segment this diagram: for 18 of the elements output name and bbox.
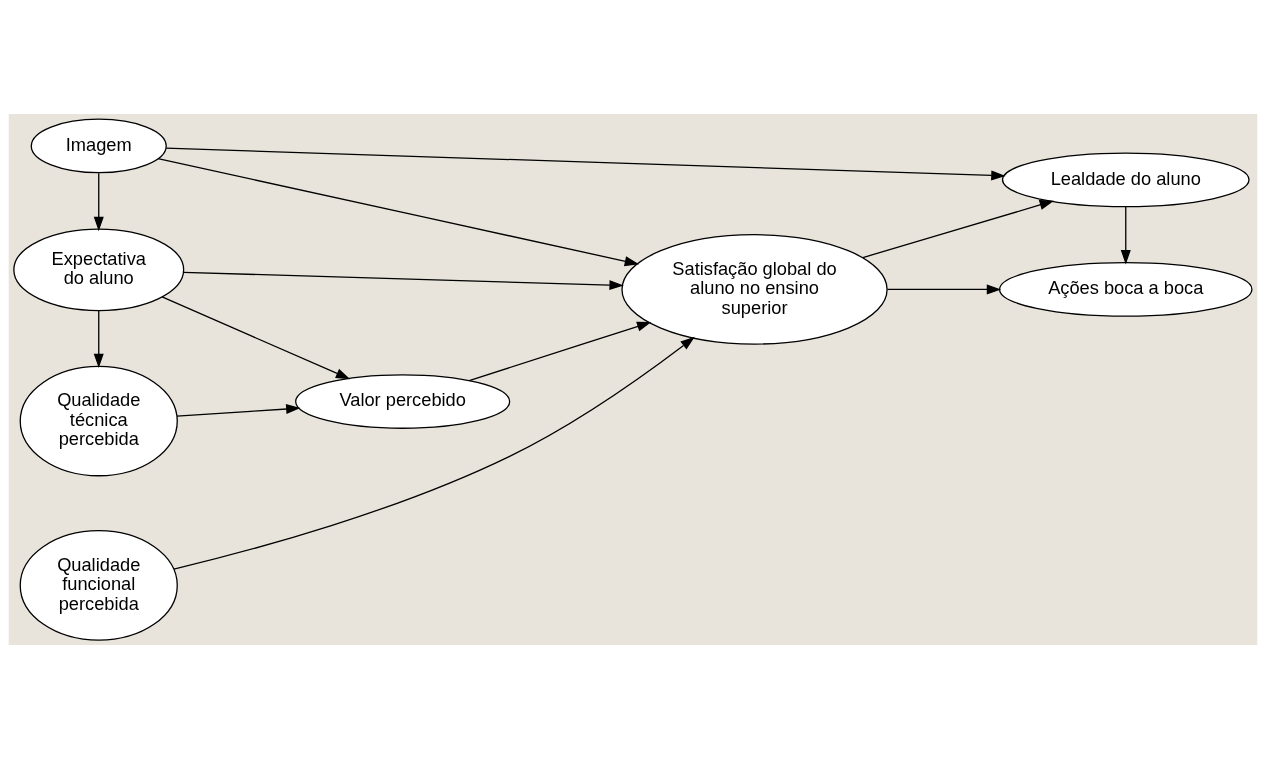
arrow xyxy=(157,158,640,267)
arrow xyxy=(176,404,301,417)
arrow xyxy=(165,147,1006,181)
node-ellipse: Imagem xyxy=(30,118,167,174)
node-ellipse: Expectativa do aluno xyxy=(13,228,185,312)
arrow xyxy=(862,200,1054,259)
arrow xyxy=(161,296,351,380)
node-ellipse: Ações boca a boca xyxy=(998,262,1253,317)
node-ellipse: Qualidade funcional percebida xyxy=(19,530,178,641)
arrow xyxy=(93,309,104,369)
node-ellipse: Qualidade técnica percebida xyxy=(19,365,178,477)
arrow xyxy=(886,284,1002,295)
arrow xyxy=(468,321,652,382)
arrow xyxy=(173,336,695,570)
arrow xyxy=(1120,206,1131,265)
node-ellipse: Valor percebido xyxy=(295,374,511,429)
arrow xyxy=(93,172,104,232)
arrow xyxy=(182,271,624,291)
